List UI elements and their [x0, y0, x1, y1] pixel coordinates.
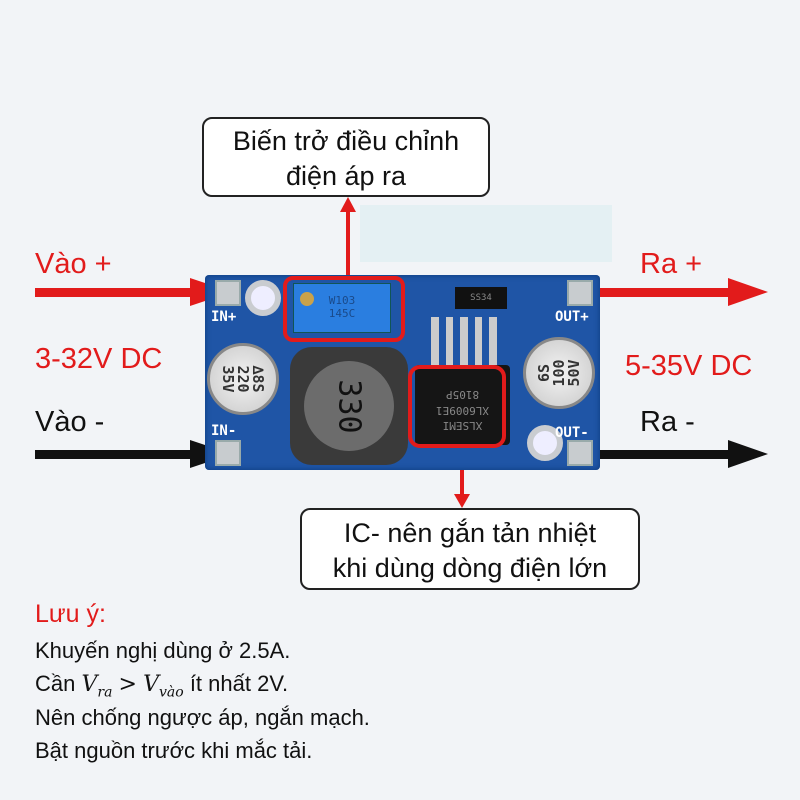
pad-in-plus — [215, 280, 241, 306]
ic-pins — [427, 317, 497, 367]
callout-arrow-ic — [454, 445, 470, 508]
trim-screw-icon — [300, 292, 314, 306]
highlight-patch — [360, 205, 612, 262]
label-out-plus: Ra + — [640, 248, 703, 280]
arrow-in-minus — [35, 440, 232, 468]
pad-out-minus — [567, 440, 593, 466]
ic-highlight — [408, 365, 506, 448]
notes-title: Lưu ý: — [35, 600, 106, 628]
note-line-1: Khuyến nghị dùng ở 2.5A. — [35, 638, 291, 663]
silk-out-plus: OUT+ — [555, 309, 589, 325]
silk-in-plus: IN+ — [211, 309, 237, 325]
arrow-out-plus — [582, 278, 768, 306]
label-out-minus: Ra - — [640, 406, 695, 438]
mount-hole — [245, 280, 281, 316]
note-line-2: Cần Vra > Vvào ít nhất 2V. — [35, 671, 289, 701]
silk-out-minus: OUT- — [555, 425, 589, 441]
label-in-range: 3-32V DC — [35, 343, 163, 375]
pad-in-minus — [215, 440, 241, 466]
silk-in-minus: IN- — [211, 423, 237, 439]
pad-out-plus — [567, 280, 593, 306]
inductor-label: 330 — [331, 378, 367, 434]
note-line-4: Bật nguồn trước khi mắc tải. — [35, 738, 313, 763]
note-line-3: Nên chống ngược áp, ngắn mạch. — [35, 705, 370, 730]
mount-hole — [527, 425, 563, 461]
inductor: 330 — [290, 347, 408, 465]
diode: SS34 — [455, 287, 507, 309]
label-in-minus: Vào - — [35, 406, 105, 438]
pot-highlight — [283, 276, 405, 342]
callout-arrow-pot — [340, 197, 356, 282]
label-in-plus: Vào + — [35, 248, 112, 280]
arrow-out-minus — [582, 440, 768, 468]
label-out-range: 5-35V DC — [625, 350, 753, 382]
arrow-in-plus — [35, 278, 232, 306]
